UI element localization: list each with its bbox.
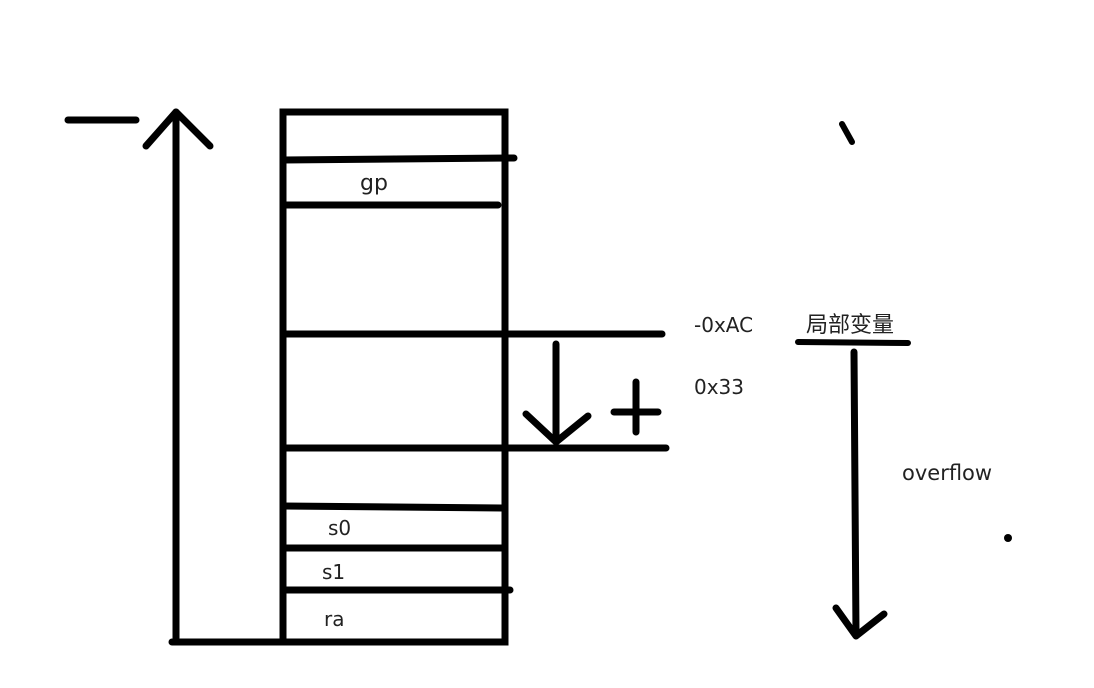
pos-offset-label: 0x33 [694,375,744,399]
slot-label-s1: s1 [322,560,345,584]
slot-label-gp: gp [360,171,388,196]
dot-mark [1004,534,1012,542]
neg-offset-label: -0xAC [694,313,753,337]
local-vars-label: 局部变量 [806,313,894,338]
overflow-arrow [832,348,888,640]
stack-dividers [279,154,670,594]
plus-sign [610,378,662,436]
slot-label-ra: ra [324,607,344,631]
up-arrow [142,108,214,642]
divider-s0-top [279,502,506,512]
tick-mark [839,121,855,145]
slot-label-s0: s0 [328,516,351,540]
down-arrow-small [522,340,592,446]
divider-gp-top [279,154,518,164]
local-vars-underline [795,339,911,346]
overflow-label: overflow [902,461,992,485]
stack-frame-box [279,108,509,646]
